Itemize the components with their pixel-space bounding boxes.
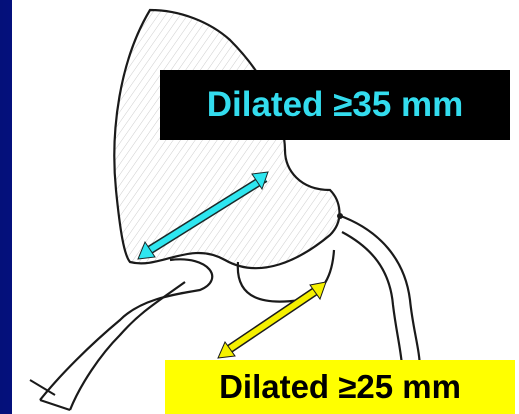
lower-measurement-arrow xyxy=(218,282,326,358)
vessel-junction-dot xyxy=(337,213,343,219)
left-vessel-end xyxy=(30,380,70,410)
upper-dimension-label: Dilated ≥35 mm xyxy=(160,70,510,140)
right-vessel-outline-inner xyxy=(342,232,402,365)
top-caption: Da Vinci 1506 xyxy=(152,0,382,14)
lower-dimension-label: Dilated ≥25 mm xyxy=(165,360,515,414)
right-vessel-outline xyxy=(338,215,420,370)
